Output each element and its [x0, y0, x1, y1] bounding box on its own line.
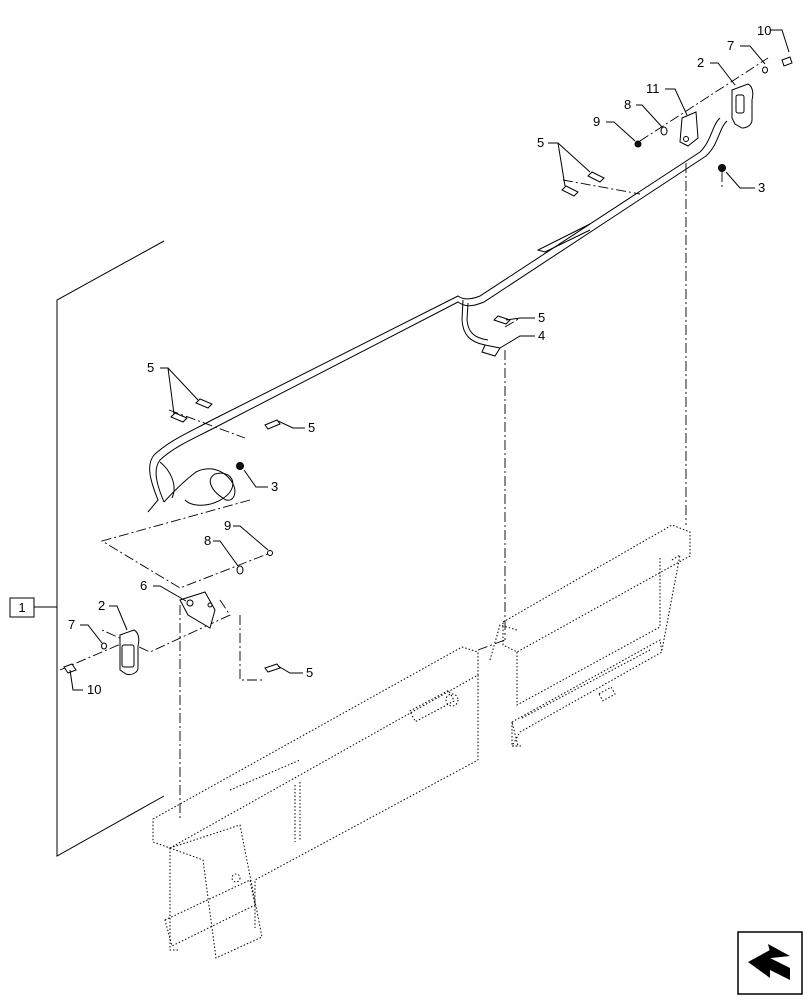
- callout-5-bottom: 5: [306, 665, 313, 680]
- bracket-11: [679, 111, 699, 147]
- washer-7-lower: [101, 642, 107, 650]
- callout-6: 6: [140, 578, 147, 593]
- callout-4: 4: [538, 328, 545, 343]
- callout-3-upper: 3: [758, 180, 765, 195]
- callout-5-left-b: 5: [308, 420, 315, 435]
- washer-8-lower: [236, 565, 244, 575]
- clip-3-upper: [718, 164, 726, 172]
- reference-panel-right: [502, 524, 691, 747]
- tube-harness: [147, 117, 728, 513]
- callout-5-left: 5: [147, 360, 154, 375]
- bracket-6: [179, 591, 216, 629]
- clips: [170, 171, 605, 673]
- reference-panel-left: [152, 624, 518, 959]
- callout-11: 11: [646, 81, 660, 96]
- washer-7-upper: [762, 66, 768, 74]
- callout-8-upper: 8: [624, 97, 631, 112]
- callout-7-upper: 7: [727, 38, 734, 53]
- callout-3-lower: 3: [271, 479, 278, 494]
- clip-3-lower: [236, 462, 244, 470]
- callout-2-lower: 2: [98, 598, 105, 613]
- callout-5-mid: 5: [538, 310, 545, 325]
- leader-lines: [69, 29, 790, 691]
- nut-9-lower: [267, 550, 273, 556]
- assembly-callout-box: [9, 597, 35, 618]
- screw-10-upper: [781, 56, 793, 67]
- callout-10-lower: 10: [87, 682, 101, 697]
- callout-8-lower: 8: [204, 533, 211, 548]
- callout-labels: 10 7 2 11 8 9 3 5 5 4 5 5 3 9 8 6 2 7 10…: [68, 23, 771, 697]
- upper-light-assembly: [634, 56, 793, 172]
- callout-10-upper: 10: [757, 23, 771, 38]
- callout-2-upper: 2: [697, 55, 704, 70]
- connector-4: [481, 344, 501, 357]
- alignment-lines: [59, 57, 769, 820]
- callout-7-lower: 7: [68, 617, 75, 632]
- screw-10-lower: [63, 663, 77, 674]
- callout-5-upper-right: 5: [537, 135, 544, 150]
- assembly-bracket: 1: [9, 240, 165, 857]
- washer-8-upper: [660, 126, 668, 136]
- lower-light-assembly: [63, 462, 273, 675]
- callout-1: 1: [18, 600, 25, 615]
- callout-9-lower: 9: [224, 518, 231, 533]
- callout-9-upper: 9: [593, 114, 600, 129]
- navigation-arrow-icon[interactable]: [737, 931, 803, 995]
- nut-9-upper: [634, 140, 642, 148]
